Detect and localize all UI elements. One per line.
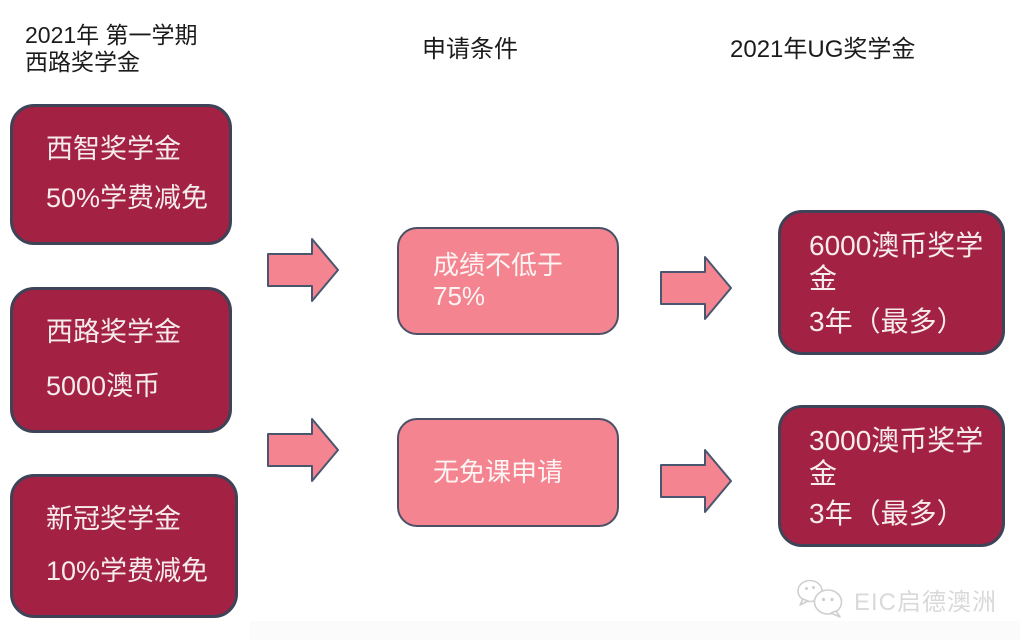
arrow-right-icon (660, 449, 732, 513)
watermark-label: EIC启德澳洲 (854, 588, 998, 616)
scholarship-box-xizhi: 西智奖学金 50%学费减免 (10, 104, 232, 245)
header-left-line1: 2021年 第一学期 (25, 22, 198, 48)
watermark: EIC启德澳洲 (795, 578, 997, 620)
award-box-3000: 3000澳币奖学金 3年（最多） (778, 405, 1005, 547)
header-ug-scholarship: 2021年UG奖学金 (730, 36, 916, 63)
award-duration: 3年（最多） (809, 498, 965, 529)
award-title: 3000澳币奖学金 (809, 425, 984, 489)
arrow-right-icon (267, 238, 339, 302)
scholarship-value: 5000澳币 (46, 371, 161, 401)
condition-line2: 75% (433, 281, 486, 311)
wechat-icon (797, 579, 843, 618)
scholarship-box-xinguan: 新冠奖学金 10%学费减免 (10, 474, 238, 618)
header-application-conditions: 申请条件 (422, 36, 518, 63)
condition-line1: 无免课申请 (433, 457, 564, 487)
scholarship-value: 50%学费减免 (46, 183, 209, 213)
scholarship-title: 西智奖学金 (46, 134, 181, 164)
arrow-right-icon (267, 418, 339, 482)
award-duration: 3年（最多） (809, 306, 965, 337)
scholarship-title: 西路奖学金 (46, 317, 181, 347)
scholarship-value: 10%学费减免 (46, 556, 209, 586)
scholarship-box-xilu: 西路奖学金 5000澳币 (10, 287, 232, 433)
scholarship-title: 新冠奖学金 (46, 504, 181, 534)
header-left-scholarship: 2021年 第一学期 西路奖学金 (25, 22, 198, 76)
award-box-6000: 6000澳币奖学金 3年（最多） (778, 210, 1005, 355)
condition-line1: 成绩不低于 (433, 250, 564, 280)
award-title: 6000澳币奖学金 (809, 230, 984, 294)
header-left-line2: 西路奖学金 (25, 49, 140, 75)
condition-box-grades: 成绩不低于 75% (397, 227, 619, 335)
arrow-right-icon (660, 256, 732, 320)
condition-box-no-exemption: 无免课申请 (397, 418, 619, 527)
bottom-band (250, 621, 1020, 640)
